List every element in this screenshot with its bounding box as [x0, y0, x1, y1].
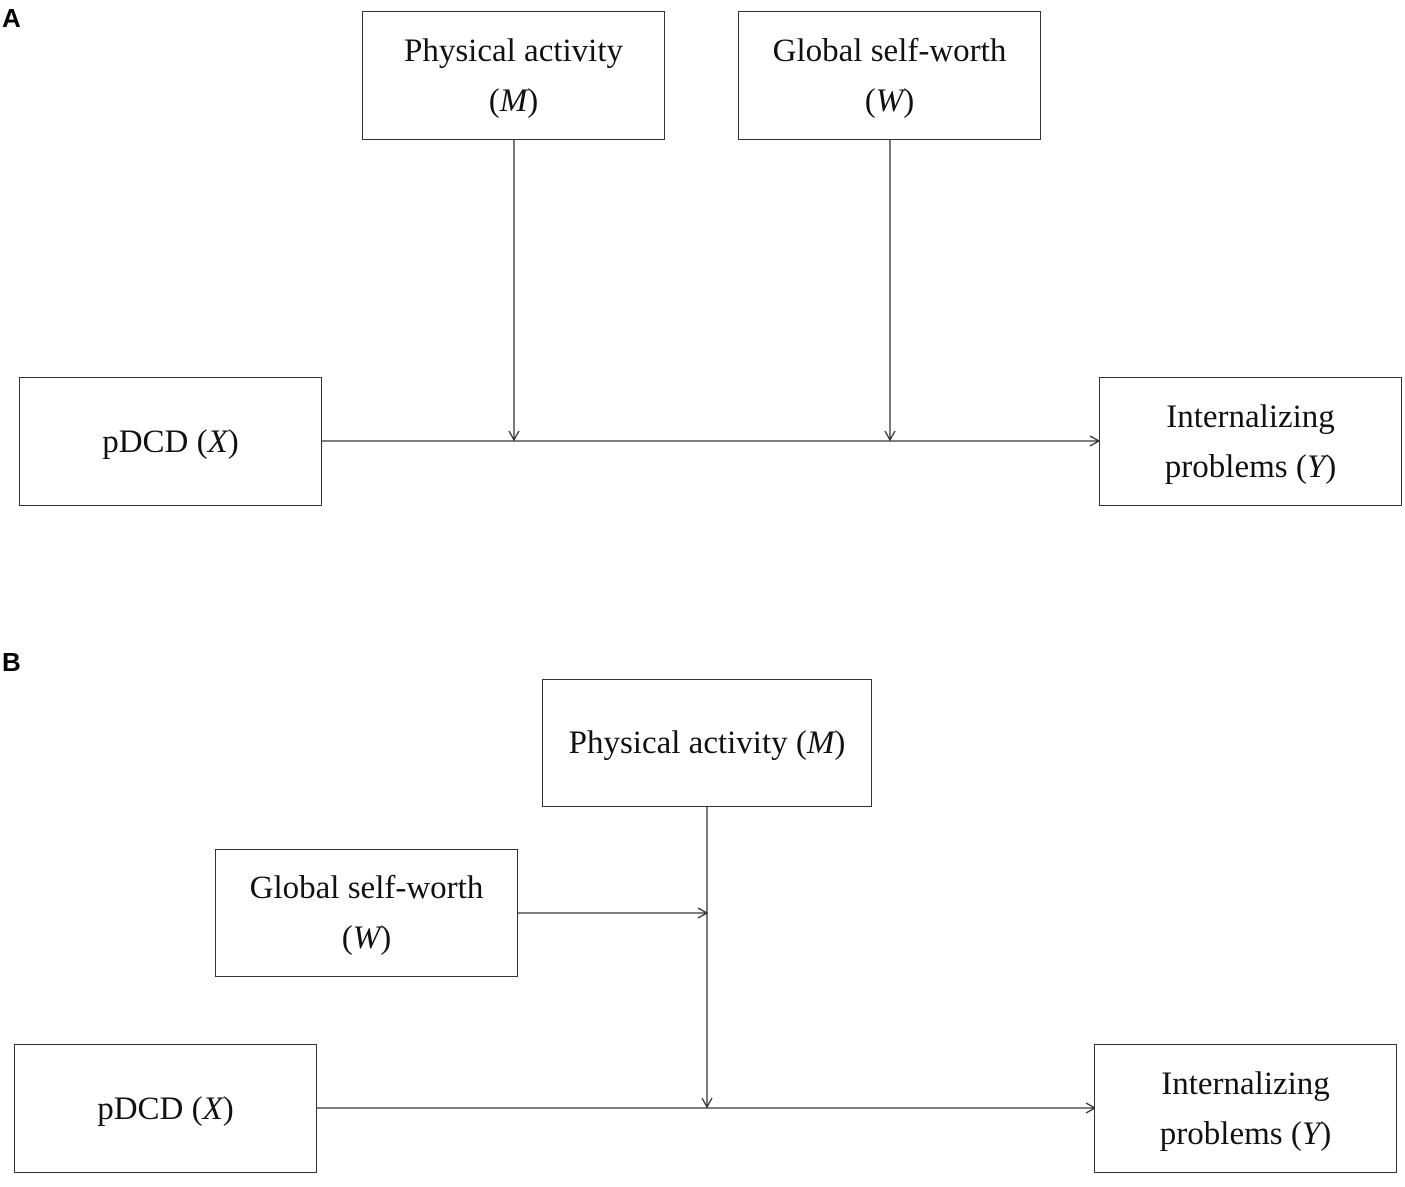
node-a-physical-activity: Physical activity (M): [362, 11, 665, 140]
arrowhead-b-w: [697, 907, 709, 919]
node-a-y-line2: problems (Y): [1164, 448, 1337, 485]
arrowhead-a-m: [508, 430, 520, 442]
node-a-pdcd: pDCD (X): [19, 377, 322, 506]
arrowhead-b-m: [701, 1097, 713, 1109]
node-a-w-line1: Global self-worth: [772, 32, 1007, 69]
node-b-internalizing-problems: Internalizing problems (Y): [1094, 1044, 1397, 1173]
node-b-global-self-worth: Global self-worth (W): [215, 849, 518, 977]
panel-label-a: A: [2, 3, 21, 33]
node-b-m-label: Physical activity (M): [568, 725, 846, 761]
node-a-global-self-worth: Global self-worth (W): [738, 11, 1041, 140]
node-b-w-line1: Global self-worth: [249, 870, 484, 906]
node-a-x-label: pDCD (X): [102, 423, 239, 460]
node-a-internalizing-problems: Internalizing problems (Y): [1099, 377, 1402, 506]
panel-label-b: B: [2, 647, 21, 677]
node-a-m-line1: Physical activity: [403, 32, 624, 69]
node-a-y-line1: Internalizing: [1166, 398, 1335, 435]
arrowhead-a-w: [884, 430, 896, 442]
node-a-w-line2: (W): [864, 82, 915, 119]
node-b-pdcd: pDCD (X): [14, 1044, 317, 1173]
node-b-physical-activity: Physical activity (M): [542, 679, 872, 807]
node-b-y-line1: Internalizing: [1161, 1065, 1330, 1102]
node-b-x-label: pDCD (X): [97, 1090, 234, 1127]
node-b-y-line2: problems (Y): [1159, 1115, 1332, 1152]
node-a-m-line2: (M): [488, 82, 539, 119]
node-b-w-line2: (W): [341, 920, 392, 956]
